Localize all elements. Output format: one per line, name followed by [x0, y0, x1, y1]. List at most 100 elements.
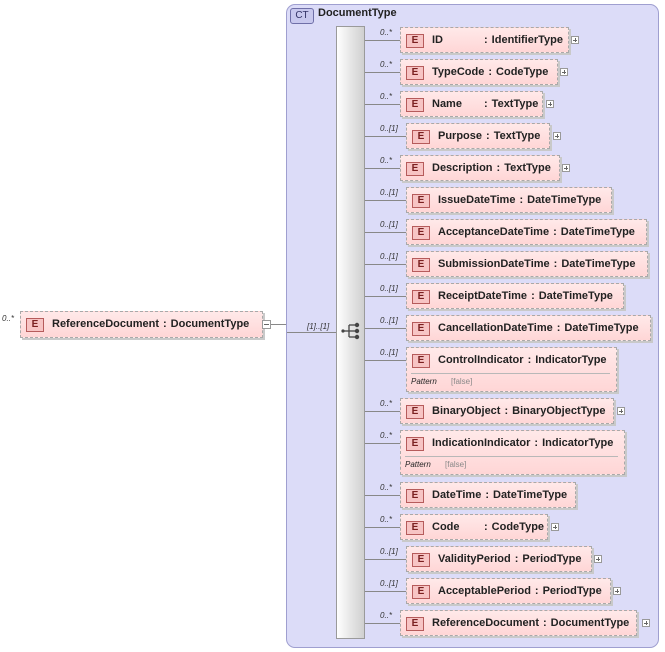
element-type: TextType [504, 162, 551, 174]
sequence-icon[interactable] [341, 322, 361, 340]
element-badge: E [412, 585, 430, 599]
element-name: BinaryObject [432, 405, 501, 417]
expand-icon[interactable] [551, 523, 559, 531]
expand-icon[interactable] [546, 100, 554, 108]
element-badge: E [406, 617, 424, 631]
element-label: CancellationDateTime:DateTimeType [438, 322, 639, 334]
child-connector [365, 443, 400, 444]
type-separator: : [553, 226, 557, 238]
element-label: DateTime:DateTimeType [432, 489, 567, 501]
expand-icon[interactable] [553, 132, 561, 140]
child-connector [365, 104, 400, 105]
complex-type-badge: CT [290, 8, 314, 24]
element-cardinality: 0..[1] [380, 547, 398, 556]
type-separator: : [534, 437, 539, 449]
element-cardinality: 0..* [380, 156, 393, 165]
element-label: Name:TextType [432, 98, 538, 110]
element-name: CancellationDateTime [438, 322, 553, 334]
child-connector [365, 232, 406, 233]
facet-divider [405, 456, 618, 457]
element-type: PeriodType [542, 585, 602, 597]
element-type: CodeType [496, 66, 549, 78]
element-name: SubmissionDateTime [438, 258, 550, 270]
element-box[interactable]: E TypeCode:CodeType [400, 59, 558, 85]
facet-value: [false] [445, 460, 467, 469]
element-label: AcceptanceDateTime:DateTimeType [438, 226, 635, 238]
element-label: SubmissionDateTime:DateTimeType [438, 258, 636, 270]
element-cardinality: 0..* [380, 431, 393, 440]
element-cardinality: 0..* [380, 28, 393, 37]
type-separator: : [162, 318, 167, 330]
type-separator: : [531, 290, 535, 302]
sequence-compositor-bar [336, 26, 365, 639]
expand-icon[interactable] [571, 36, 579, 44]
root-element-box[interactable]: E ReferenceDocument:DocumentType [20, 311, 263, 338]
facet-label: Pattern [405, 460, 431, 469]
element-type: PeriodType [522, 553, 582, 565]
expand-icon[interactable] [594, 555, 602, 563]
child-connector [365, 72, 400, 73]
root-element-name: ReferenceDocument [52, 318, 159, 330]
element-name: TypeCode [432, 66, 485, 78]
collapse-icon[interactable] [262, 320, 271, 329]
type-separator: : [527, 354, 532, 366]
type-separator: : [514, 553, 519, 565]
element-type: DateTimeType [561, 258, 636, 270]
element-name: AcceptanceDateTime [438, 226, 550, 238]
facet-value: [false] [451, 377, 473, 386]
child-connector [365, 328, 406, 329]
element-badge: E [412, 194, 430, 208]
element-label: TypeCode:CodeType [432, 66, 548, 78]
element-badge: E [406, 66, 424, 80]
element-cardinality: 0..[1] [380, 220, 398, 229]
expand-icon[interactable] [560, 68, 568, 76]
root-element-label: ReferenceDocument:DocumentType [52, 318, 249, 330]
child-connector [365, 168, 400, 169]
child-connector [365, 200, 406, 201]
element-type: DateTimeType [493, 489, 568, 501]
element-badge: E [406, 34, 424, 48]
sequence-connector [287, 332, 336, 333]
element-badge: E [406, 162, 424, 176]
element-cardinality: 0..* [380, 483, 393, 492]
element-name: IssueDateTime [438, 194, 516, 206]
child-connector [365, 264, 406, 265]
element-label: ReceiptDateTime:DateTimeType [438, 290, 613, 302]
expand-icon[interactable] [613, 587, 621, 595]
element-name: IndicationIndicator [432, 437, 531, 449]
element-type: DateTimeType [538, 290, 613, 302]
element-badge: E [406, 437, 424, 451]
element-badge: E [412, 130, 430, 144]
type-separator: : [542, 617, 547, 629]
type-separator: : [519, 194, 524, 206]
element-cardinality: 0..[1] [380, 316, 398, 325]
element-type: DateTimeType [560, 226, 635, 238]
element-box[interactable]: E IssueDateTime:DateTimeType [406, 187, 612, 213]
element-badge: E [406, 405, 424, 419]
child-connector [365, 591, 406, 592]
element-box[interactable]: E DateTime:DateTimeType [400, 482, 576, 508]
facet-divider [411, 373, 610, 374]
expand-icon[interactable] [617, 407, 625, 415]
element-label: IssueDateTime:DateTimeType [438, 194, 601, 206]
element-cardinality: 0..* [380, 399, 393, 408]
element-badge: E [406, 489, 424, 503]
expand-icon[interactable] [642, 619, 650, 627]
expand-icon[interactable] [562, 164, 570, 172]
element-badge: E [26, 318, 44, 332]
